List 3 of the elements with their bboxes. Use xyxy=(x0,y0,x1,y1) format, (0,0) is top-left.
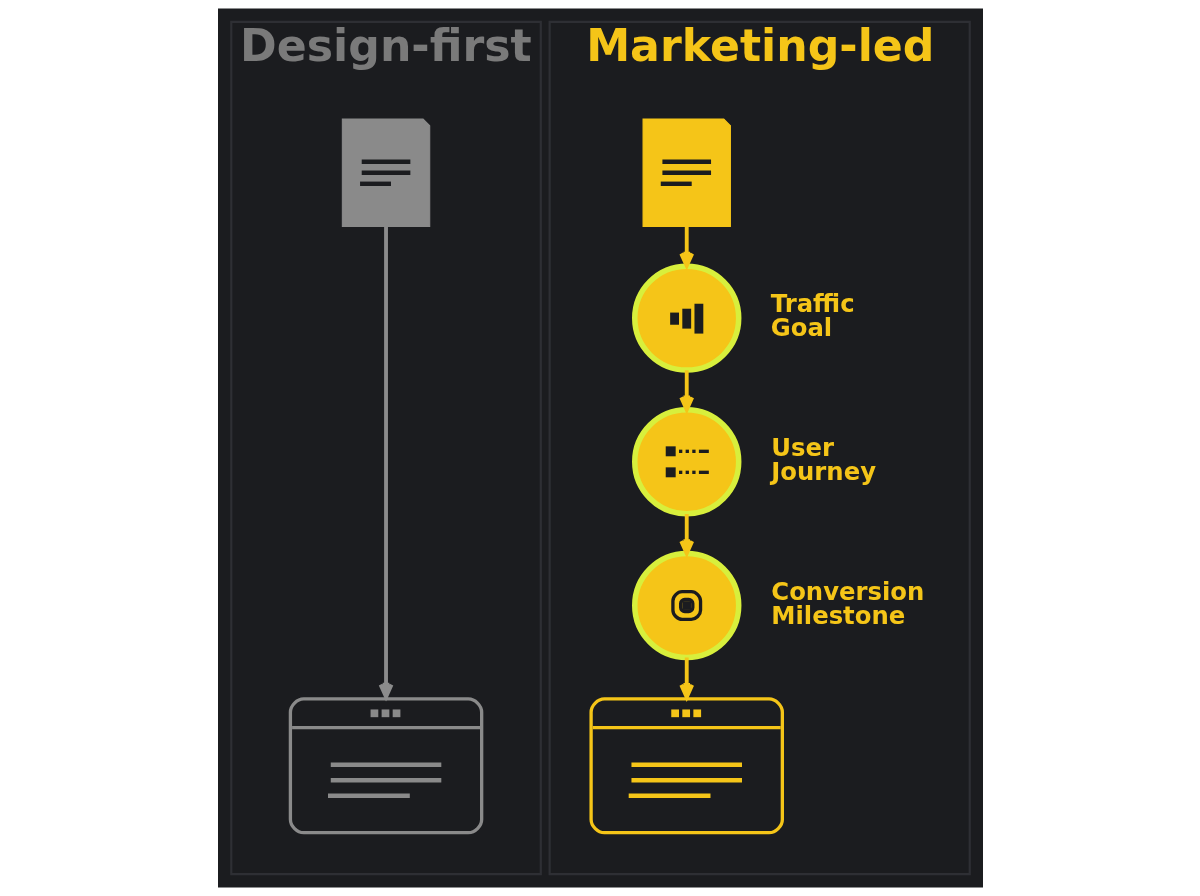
node-label: Traffic Goal xyxy=(770,289,855,343)
node-label: Conversion Milestone xyxy=(770,576,924,630)
node-label: User Journey xyxy=(770,432,876,487)
